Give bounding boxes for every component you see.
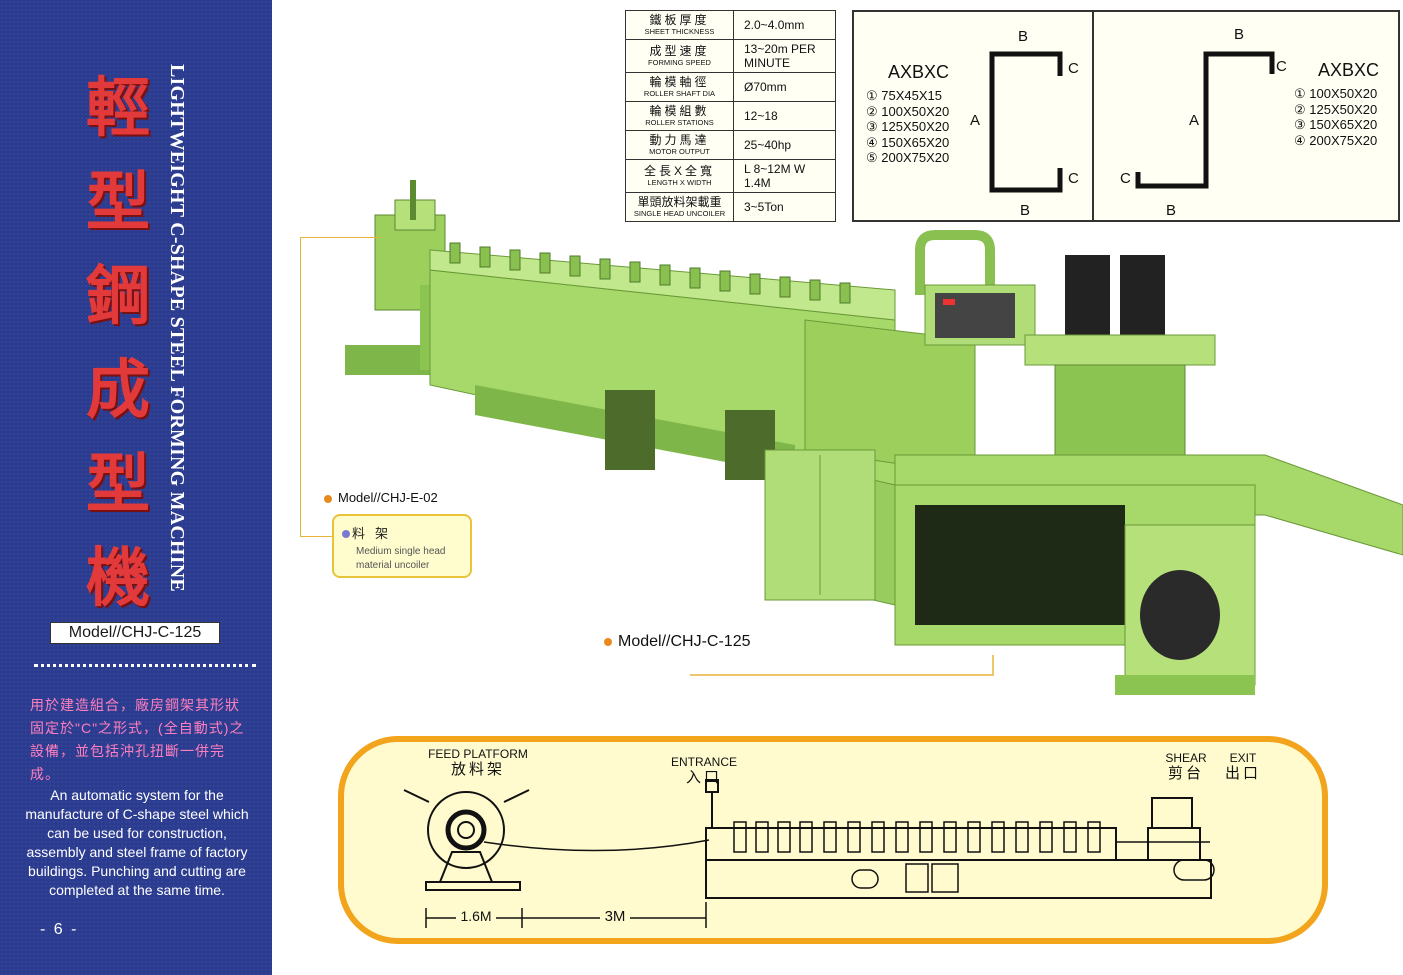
c-label-c-bottom: C <box>1068 170 1079 187</box>
cabinet-drawing <box>764 449 1256 695</box>
shear-en: SHEAR <box>1165 751 1207 765</box>
exit-cn: 出口 <box>1224 765 1261 782</box>
feed-platform-en: FEED PLATFORM <box>428 747 528 761</box>
feed-platform-cn: 放料架 <box>450 761 505 778</box>
spec-key-en: SINGLE HEAD UNCOILER <box>633 209 726 219</box>
spec-key-en: ROLLER STATIONS <box>645 117 714 127</box>
model-c125-callout: Model//CHJ-C-125 <box>604 633 750 651</box>
chinese-title: 輕型鋼成型機 <box>86 71 150 616</box>
spec-key-en: ROLLER SHAFT DIA <box>643 89 716 99</box>
c-label-b-bottom: B <box>1020 202 1031 219</box>
control-panel-drawing <box>915 230 1036 346</box>
dimension-1: 1.6M <box>456 909 496 923</box>
size-item: ③ 150X65X20 <box>1294 117 1378 132</box>
spec-value: 25~40hp <box>733 129 836 160</box>
spec-key-en: LENGTH X WIDTH <box>647 177 712 187</box>
uncoiler-desc-line: Medium single head <box>356 546 446 557</box>
spec-key-cn: 全長X全寬 <box>643 163 715 178</box>
callout-line <box>300 237 301 537</box>
spec-key-en: FORMING SPEED <box>648 58 711 68</box>
profile-diagrams: AXBXC ① 75X45X15 ② 100X50X20 ③ 125X50X20… <box>852 10 1400 222</box>
size-item: ⑤ 200X75X20 <box>866 150 950 165</box>
callout-line <box>300 536 332 537</box>
size-item: ③ 125X50X20 <box>866 119 950 134</box>
exit-label: EXIT 出口 <box>1220 752 1266 783</box>
spec-key-cn: 動力馬達 <box>649 132 710 147</box>
size-item: ④ 200X75X20 <box>1294 132 1378 148</box>
layout-drawing <box>403 779 1215 928</box>
dotted-divider <box>34 664 256 667</box>
spec-key-en: SHEET THICKNESS <box>644 26 715 36</box>
z-profile-sizes: ① 100X50X20 ② 125X50X20 ③ 150X65X20 ④ 20… <box>1294 86 1377 148</box>
spec-value: 13~20m PER MINUTE <box>733 38 836 74</box>
layout-diagram: FEED PLATFORM 放料架 ENTRANCE 入口 SHEAR 剪台 E… <box>338 736 1328 944</box>
profile-divider <box>1092 12 1094 220</box>
c-profile-shape <box>989 51 1063 193</box>
z-label-a: A <box>1189 112 1200 129</box>
z-label-c-bottom: C <box>1120 170 1131 187</box>
page-number: - 6 - <box>40 921 79 938</box>
size-item: ① 75X45X15 <box>866 88 942 103</box>
c-label-c-top: C <box>1068 60 1079 77</box>
spec-value: 3~5Ton <box>733 192 836 222</box>
size-item: ② 100X50X20 <box>866 103 950 119</box>
shear-label: SHEAR 剪台 <box>1158 752 1214 783</box>
c-label-b-top: B <box>1018 28 1029 45</box>
spec-key-cn: 成型速度 <box>649 44 710 59</box>
feed-platform-label: FEED PLATFORM 放料架 <box>418 748 538 779</box>
uncoiler-desc-line: material uncoiler <box>356 560 430 571</box>
model-c125-label: Model//CHJ-C-125 <box>618 633 751 650</box>
description-chinese: 用於建造組合，廠房鋼架其形狀固定於"C"之形式，(全自動式)之設備，並包括沖孔扭… <box>30 697 245 782</box>
entrance-cn: 入口 <box>685 769 722 786</box>
sidebar: 輕型鋼成型機 LIGHTWEIGHT C-SHAPE STEEL FORMING… <box>0 0 272 975</box>
z-label-c-top: C <box>1276 58 1287 75</box>
description-english: An automatic system for the manufacture … <box>25 787 249 898</box>
spec-key-cn: 輪模軸徑 <box>649 75 710 90</box>
uncoiler-info-box: 料架 Medium single head material uncoiler <box>332 514 472 578</box>
c-profile-sizes: ① 75X45X15 ② 100X50X20 ③ 125X50X20 ④ 150… <box>866 88 949 166</box>
spec-value: Ø70mm <box>733 72 836 103</box>
bullet-icon <box>604 637 612 646</box>
z-profile-title: AXBXC <box>1318 60 1380 80</box>
spec-key-en: MOTOR OUTPUT <box>649 146 710 156</box>
sidebar-model-label: Model//CHJ-C-125 <box>50 622 220 644</box>
shear-cn: 剪台 <box>1167 765 1204 782</box>
size-item: ① 100X50X20 <box>1294 86 1378 101</box>
model-e02-callout: Model//CHJ-E-02 <box>324 490 438 505</box>
bullet-icon <box>324 494 332 503</box>
spec-value: 2.0~4.0mm <box>733 10 836 40</box>
spec-value: 12~18 <box>733 101 836 131</box>
c-label-a: A <box>970 112 981 129</box>
forming-line-drawing <box>429 242 976 606</box>
entrance-label: ENTRANCE 入口 <box>664 756 744 787</box>
english-title: LIGHTWEIGHT C-SHAPE STEEL FORMING MACHIN… <box>166 64 188 592</box>
c-profile-title: AXBXC <box>888 62 950 82</box>
z-profile-shape <box>1135 51 1275 189</box>
uncoiler-cn-label: 料架 <box>352 526 399 541</box>
dimension-2: 3M <box>600 909 630 924</box>
model-e02-label: Model//CHJ-E-02 <box>338 490 438 505</box>
entrance-en: ENTRANCE <box>670 755 737 769</box>
z-label-b-top: B <box>1234 26 1245 43</box>
spec-key-cn: 單頭放料架載重 <box>637 195 722 210</box>
spec-value: L 8~12M W 1.4M <box>733 158 836 194</box>
z-label-b-bottom: B <box>1166 202 1177 219</box>
size-item: ④ 150X65X20 <box>866 134 950 150</box>
machine-illustration <box>345 180 1403 695</box>
exit-en: EXIT <box>1229 751 1257 765</box>
bullet-icon <box>342 530 350 538</box>
size-item: ② 125X50X20 <box>1294 101 1378 117</box>
spec-key-cn: 輪模組數 <box>649 103 710 118</box>
callout-line <box>300 237 380 238</box>
spec-key-cn: 鐵板厚度 <box>649 12 710 27</box>
